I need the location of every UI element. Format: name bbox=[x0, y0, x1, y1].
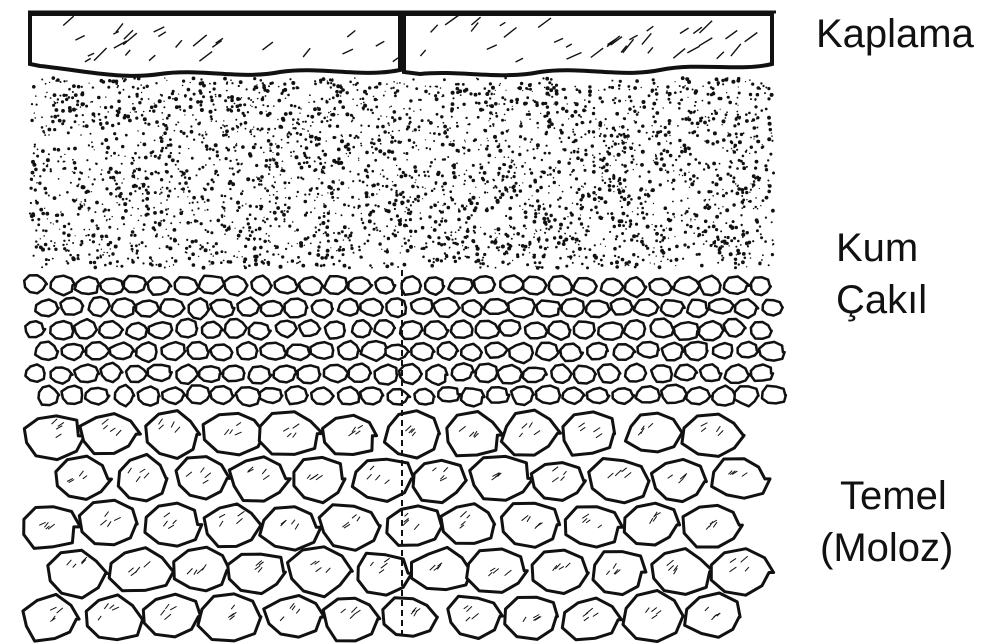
sand-gravel-layer-label: Kum Çakıl bbox=[836, 222, 927, 326]
sand-label: Kum bbox=[836, 222, 927, 274]
foundation-layer-label: Temel (Moloz) bbox=[836, 470, 953, 574]
foundation-label: Temel bbox=[836, 470, 953, 522]
surface-layer-label: Kaplama bbox=[816, 12, 974, 56]
rubble-layer bbox=[23, 410, 774, 641]
surface-layer bbox=[28, 12, 776, 76]
gravel-layer bbox=[24, 275, 786, 406]
sand-layer bbox=[29, 76, 775, 269]
rubble-label: (Moloz) bbox=[820, 522, 953, 574]
gravel-label: Çakıl bbox=[836, 274, 927, 326]
surface-slab-right bbox=[404, 14, 772, 75]
